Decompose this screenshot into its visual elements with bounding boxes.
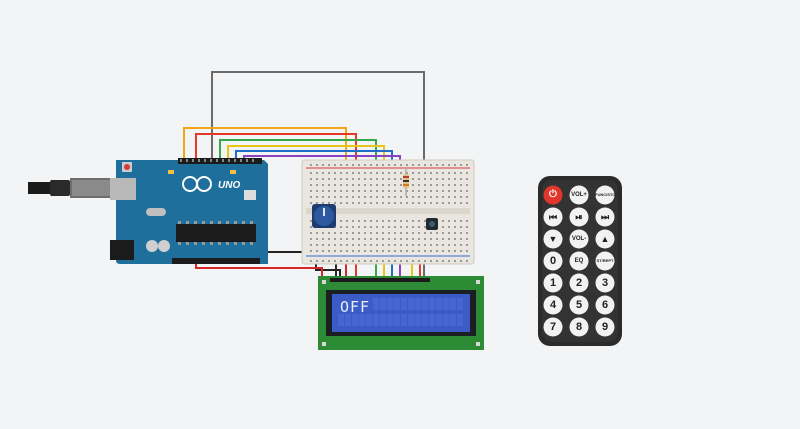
remote-button-prev[interactable] <box>543 207 563 227</box>
breadboard[interactable] <box>301 159 475 265</box>
resistor <box>403 168 409 196</box>
remote-button-n2[interactable] <box>569 273 589 293</box>
remote-button-down[interactable] <box>543 229 563 249</box>
lcd-16x2-module[interactable] <box>318 276 484 350</box>
arduino-uno-board[interactable] <box>110 158 268 264</box>
remote-button-n8[interactable] <box>569 317 589 337</box>
ir-remote[interactable] <box>538 176 622 346</box>
remote-button-power[interactable] <box>543 185 563 205</box>
remote-button-n3[interactable] <box>595 273 615 293</box>
remote-button-up[interactable] <box>595 229 615 249</box>
remote-button-vol-up[interactable] <box>569 185 589 205</box>
lcd-display-text: OFF <box>340 298 371 316</box>
remote-button-n5[interactable] <box>569 295 589 315</box>
remote-button-n1[interactable] <box>543 273 563 293</box>
arduino-model-label: UNO <box>218 180 241 191</box>
remote-button-st-rept[interactable] <box>595 251 615 271</box>
remote-button-eq[interactable] <box>569 251 589 271</box>
remote-button-next[interactable] <box>595 207 615 227</box>
remote-button-n0[interactable] <box>543 251 563 271</box>
remote-button-n9[interactable] <box>595 317 615 337</box>
usb-cable <box>28 178 114 198</box>
potentiometer[interactable] <box>312 204 336 228</box>
remote-button-n7[interactable] <box>543 317 563 337</box>
remote-button-func-stop[interactable] <box>595 185 615 205</box>
remote-button-n6[interactable] <box>595 295 615 315</box>
ir-receiver[interactable] <box>426 218 438 230</box>
remote-button-vol-down[interactable] <box>569 229 589 249</box>
remote-button-play-pause[interactable] <box>569 207 589 227</box>
remote-button-n4[interactable] <box>543 295 563 315</box>
